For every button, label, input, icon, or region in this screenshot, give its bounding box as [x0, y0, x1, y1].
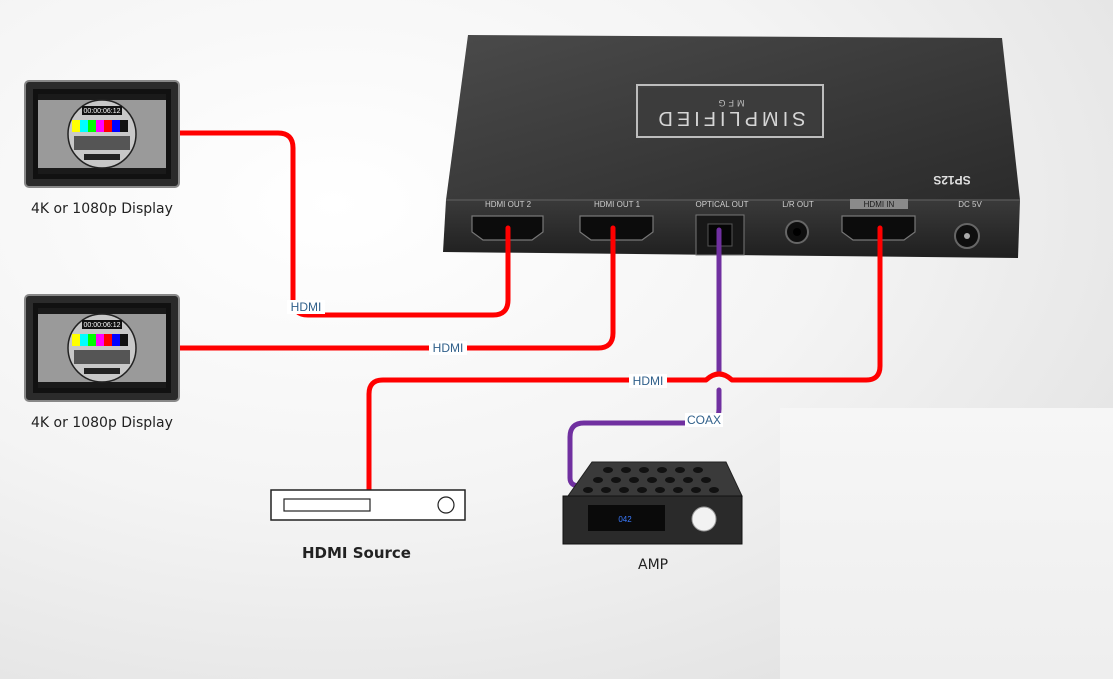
hdmi-label-3: HDMI — [633, 374, 664, 388]
hdmi-source-device — [270, 489, 466, 521]
port-label-hdmi-out-2: HDMI OUT 2 — [485, 200, 532, 209]
splitter-device: SIMPLIFIED MFG SP12S HDMI OUT 2 HDMI OUT… — [443, 35, 1020, 258]
hdmi-out-1-port — [579, 215, 654, 241]
power-knob — [437, 496, 455, 514]
hdmi-cable-display-2 — [169, 225, 616, 351]
coax-label: COAX — [687, 413, 721, 427]
blank-panel — [780, 408, 1113, 679]
brand-logo: SIMPLIFIED MFG — [636, 84, 824, 138]
brand-sub: MFG — [716, 98, 745, 108]
timecode: 00:00:06:12 — [84, 322, 121, 329]
amp-screen-value: 042 — [618, 515, 632, 524]
amp-screen — [588, 505, 665, 531]
display-2-caption: 4K or 1080p Display — [31, 415, 173, 431]
cable-labels: HDMI HDMI HDMI COAX — [287, 300, 723, 427]
port-label-lr-out: L/R OUT — [782, 200, 814, 209]
model-label: SP12S — [933, 173, 970, 187]
display-1: 00:00:06:12 — [24, 80, 180, 188]
port-label-hdmi-in: HDMI IN — [864, 200, 895, 209]
volume-knob — [691, 506, 717, 532]
hdmi-in-label-bg — [850, 199, 908, 209]
disc-slot — [283, 498, 371, 512]
hdmi-label-1: HDMI — [291, 300, 322, 314]
display-2: 00:00:06:12 — [24, 294, 180, 402]
timecode: 00:00:06:12 — [84, 108, 121, 115]
port-label-dc: DC 5V — [958, 200, 982, 209]
port-label-hdmi-out-1: HDMI OUT 1 — [594, 200, 641, 209]
brand-name: SIMPLIFIED — [654, 107, 805, 129]
amp-device: 042 — [562, 461, 743, 545]
hdmi-cable-source — [366, 225, 883, 495]
hdmi-source-caption: HDMI Source — [302, 544, 411, 562]
amp-caption: AMP — [638, 557, 669, 573]
hdmi-label-2: HDMI — [433, 341, 464, 355]
port-label-optical-out: OPTICAL OUT — [695, 200, 748, 209]
display-1-caption: 4K or 1080p Display — [31, 201, 173, 217]
